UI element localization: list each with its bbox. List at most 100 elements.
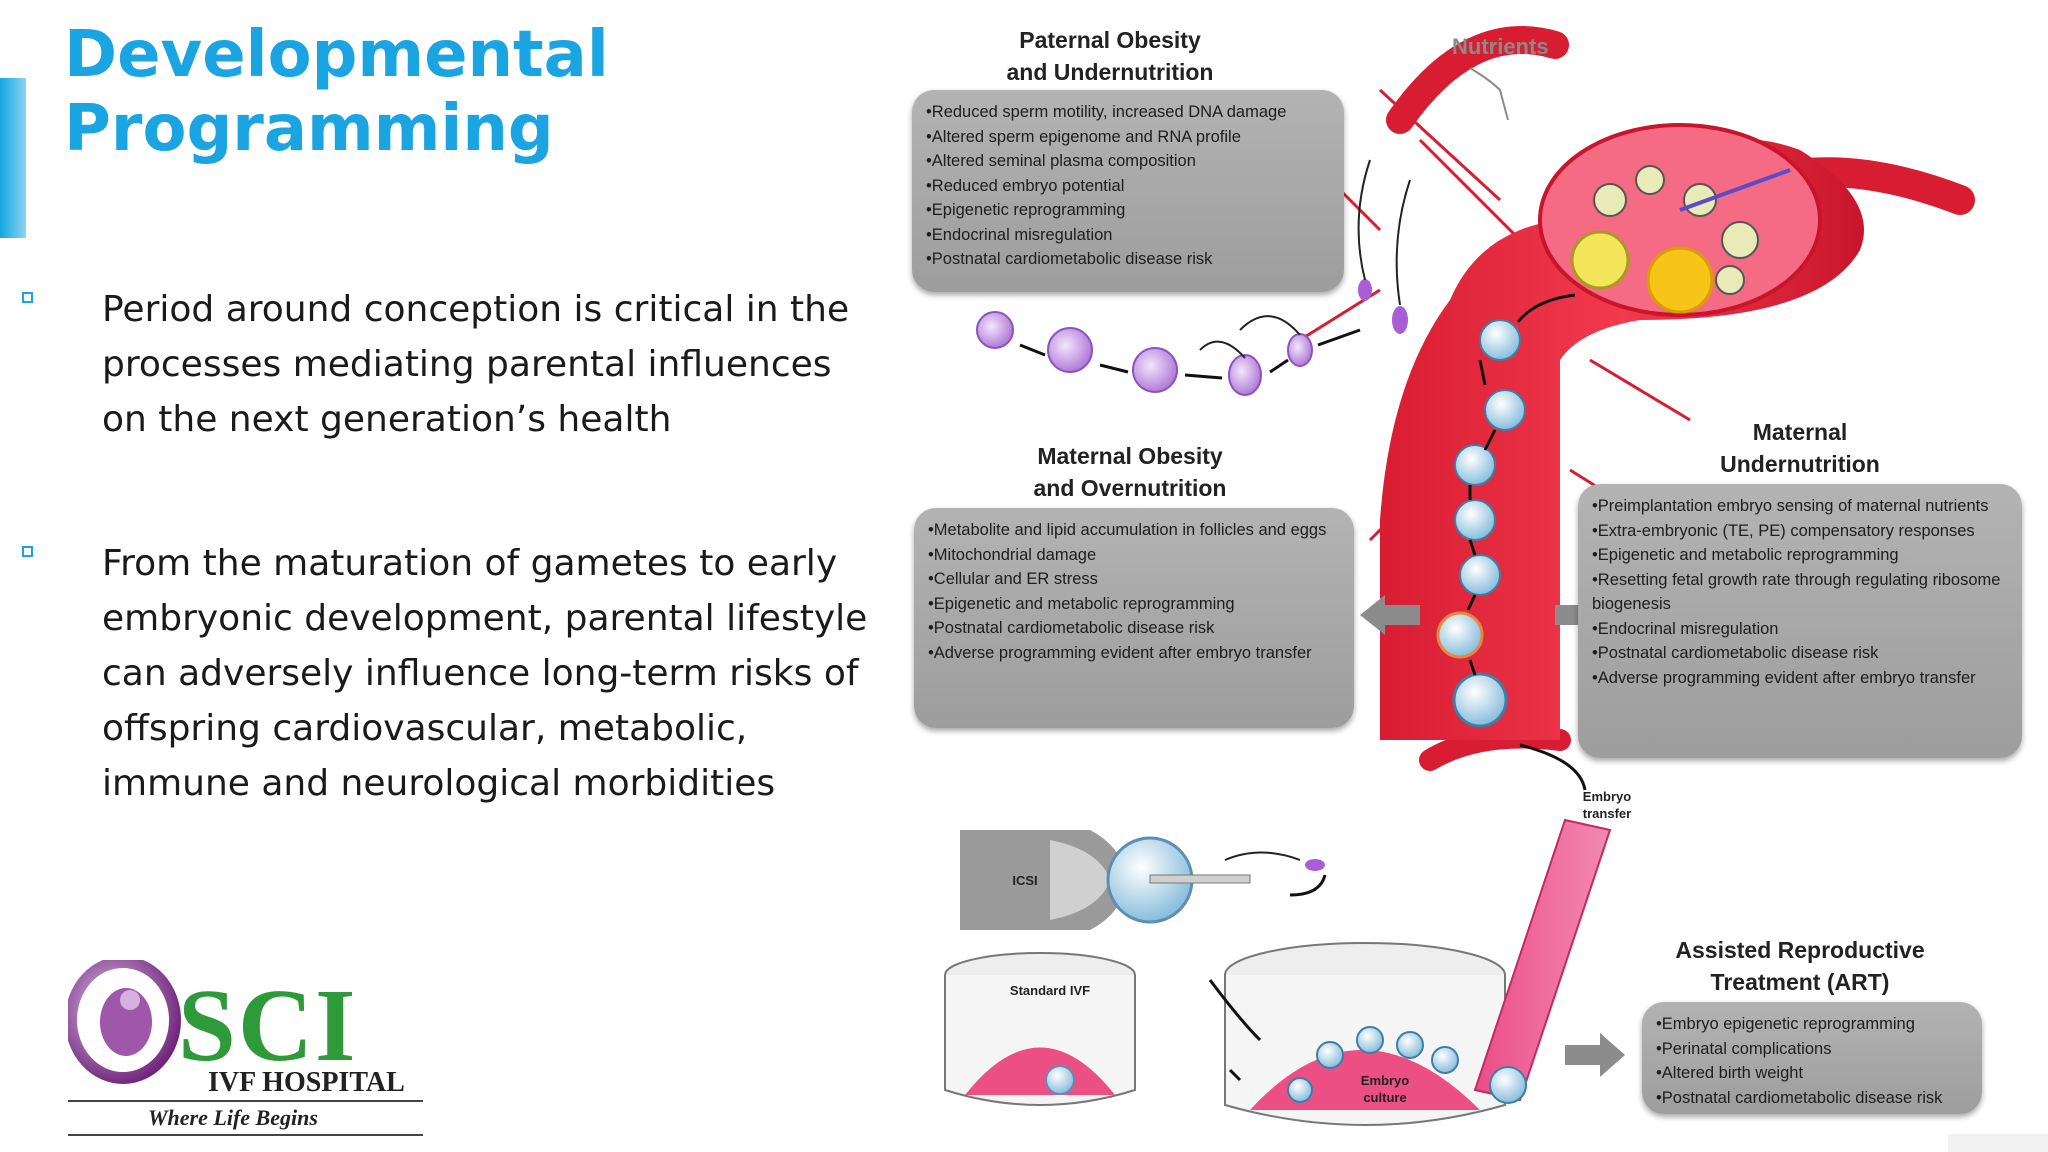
title-line-2: Programming (64, 92, 554, 166)
maternal-obesity-effect: Metabolite and lipid accumulation in fol… (928, 518, 1340, 543)
programming-figure: Paternal Obesity and Undernutrition Redu… (900, 0, 2048, 1152)
paternal-heading-line-2: and Undernutrition (1006, 59, 1214, 85)
logo-divider (68, 1134, 423, 1136)
maternal-obesity-effects-box: Metabolite and lipid accumulation in fol… (914, 508, 1354, 728)
embryo-4-cell (1454, 499, 1496, 541)
art-effect: Embryo epigenetic reprogramming (1656, 1012, 1968, 1037)
ovary-vessel (1679, 168, 1791, 212)
spermatocyte (1047, 327, 1093, 373)
artery-bottom (1419, 726, 1571, 771)
ovary-follicle (1635, 165, 1665, 195)
logo-ring-icon (68, 960, 181, 1084)
ovary-follicle (1715, 265, 1745, 295)
logo-divider (68, 1100, 423, 1102)
spermatid (1228, 354, 1262, 396)
maternal-undernutrition-heading-line-1: Maternal (1752, 419, 1848, 445)
slide-title: Developmental Programming (64, 18, 609, 166)
ovary-follicle (1721, 221, 1759, 259)
embryo (1396, 1031, 1424, 1059)
maternal-obesity-heading: Maternal Obesity and Overnutrition (1000, 440, 1260, 504)
figure-illustration (944, 26, 1975, 1126)
bullet-1-line-2: processes mediating parental influences (102, 344, 832, 385)
bullet-square-icon (22, 546, 33, 557)
bullet-2-line-4: offspring cardiovascular, metabolic, (102, 708, 748, 749)
embryo (1431, 1046, 1459, 1074)
paternal-effect: Reduced embryo potential (926, 174, 1330, 199)
bullet-1-line-1: Period around conception is critical in … (102, 289, 850, 330)
sperm-head (1305, 859, 1325, 871)
title-line-1: Developmental (64, 18, 609, 92)
art-effect: Perinatal complications (1656, 1037, 1968, 1062)
arrow-icon (1228, 1068, 1242, 1082)
maternal-undernutrition-effect: Extra-embryonic (TE, PE) compensatory re… (1592, 519, 2008, 544)
sperm-tail (1224, 851, 1301, 861)
maternal-undernutrition-effect: Endocrinal misregulation (1592, 617, 2008, 642)
embryo (1356, 1026, 1384, 1054)
maternal-obesity-effect: Epigenetic and metabolic reprogramming (928, 592, 1340, 617)
maternal-obesity-effect: Cellular and ER stress (928, 567, 1340, 592)
maternal-obesity-effect: Adverse programming evident after embryo… (928, 641, 1340, 666)
oocyte (1045, 1065, 1075, 1095)
embryo-transfer-line-2: transfer (1582, 806, 1632, 821)
paternal-heading: Paternal Obesity and Undernutrition (980, 24, 1240, 88)
artery-top (1386, 26, 1569, 134)
art-heading: Assisted Reproductive Treatment (ART) (1650, 934, 1950, 998)
corpus-luteum (1646, 246, 1714, 314)
ovary-follicle (1570, 230, 1630, 290)
arrow-icon (1519, 743, 1587, 791)
spermatid (1132, 347, 1178, 393)
logo-subtitle: IVF HOSPITAL (208, 1067, 405, 1098)
paternal-effect: Endocrinal misregulation (926, 223, 1330, 248)
arrow-icon (1289, 874, 1327, 897)
arrow-icon (1208, 979, 1262, 1042)
bullet-1-line-3: on the next generation’s health (102, 399, 672, 440)
paternal-effect: Altered sperm epigenome and RNA profile (926, 125, 1330, 150)
bullet-2: From the maturation of gametes to early … (102, 536, 892, 811)
arrow-icon (1466, 359, 1497, 676)
embryo-2-cell (1454, 444, 1496, 486)
ovary-follicle (1683, 183, 1717, 217)
embryo-culture-label: Embryo culture (1350, 1072, 1420, 1106)
logo-tagline: Where Life Begins (148, 1105, 318, 1130)
sperm-head (1358, 279, 1372, 301)
spermatogonium (976, 311, 1014, 349)
art-effect: Postnatal cardiometabolic disease risk (1656, 1086, 1968, 1111)
paternal-effects-box: Reduced sperm motility, increased DNA da… (912, 90, 1344, 292)
paternal-effect: Reduced sperm motility, increased DNA da… (926, 100, 1330, 125)
sci-ivf-logo: SCI IVF HOSPITAL Where Life Begins (68, 960, 423, 1136)
embryo-transfer-label: Embryo transfer (1572, 788, 1642, 822)
left-arrow-icon (1360, 595, 1420, 635)
maternal-undernutrition-heading: Maternal Undernutrition (1670, 416, 1930, 480)
embryo (1287, 1077, 1313, 1103)
logo-baby-icon (120, 990, 140, 1010)
bullet-2-line-3: can adversely influence long-term risks … (102, 653, 859, 694)
nutrients-label: Nutrients (1452, 34, 1549, 59)
morula (1459, 554, 1501, 596)
maternal-undernutrition-effect: Epigenetic and metabolic reprogramming (1592, 543, 2008, 568)
standard-ivf-label: Standard IVF (1009, 983, 1091, 998)
blastocyst (1452, 672, 1508, 728)
sperm-tail (1199, 159, 1411, 359)
paternal-effect: Epigenetic reprogramming (926, 198, 1330, 223)
bullet-square-icon (22, 292, 33, 303)
paternal-effect: Postnatal cardiometabolic disease risk (926, 247, 1330, 272)
early-blastocyst (1436, 611, 1484, 659)
zygote (1479, 319, 1521, 361)
maternal-obesity-heading-line-2: and Overnutrition (1033, 475, 1227, 501)
logo-name: SCI (178, 968, 357, 1083)
maternal-undernutrition-effect: Adverse programming evident after embryo… (1592, 666, 2008, 691)
transfer-catheter (1473, 818, 1612, 1102)
embryo-culture-line-1: Embryo (1360, 1073, 1410, 1088)
maternal-undernutrition-effect: Postnatal cardiometabolic disease risk (1592, 641, 2008, 666)
embryo-transfer-line-1: Embryo (1582, 789, 1632, 804)
bullet-2-line-2: embryonic development, parental lifestyl… (102, 598, 868, 639)
accent-bar (0, 78, 26, 238)
sperm-head (1392, 306, 1408, 334)
bullet-2-line-1: From the maturation of gametes to early (102, 543, 838, 584)
blastocyst (1489, 1066, 1527, 1104)
injection-needle (1149, 874, 1251, 884)
paternal-effect: Altered seminal plasma composition (926, 149, 1330, 174)
right-arrow-icon (1565, 1033, 1625, 1077)
bullet-2-line-5: immune and neurological morbidities (102, 763, 776, 804)
maternal-undernutrition-heading-line-2: Undernutrition (1720, 451, 1880, 477)
